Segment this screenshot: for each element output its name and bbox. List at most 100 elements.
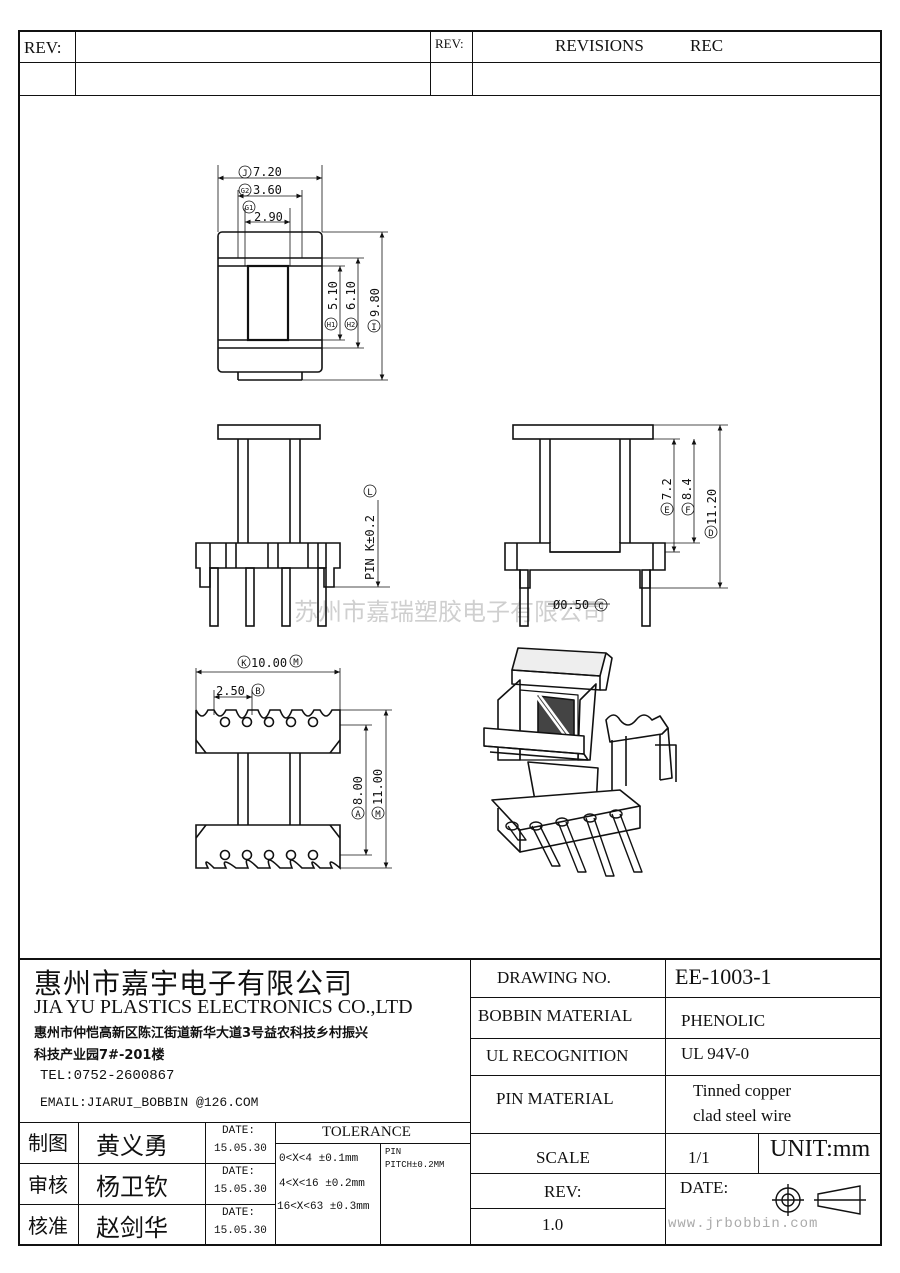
bottom-view-labels: K 10.00 M 2.50 B 8.00 A 11.00 M bbox=[216, 654, 385, 820]
drawing-no-value: EE-1003-1 bbox=[675, 964, 772, 989]
signoff-role: 制图 bbox=[28, 1131, 68, 1155]
signoff-role: 审核 bbox=[28, 1173, 68, 1197]
dim-M: 11.00 bbox=[371, 769, 385, 805]
signoff-grid-col bbox=[78, 1122, 79, 1246]
dim-H1: 5.10 bbox=[326, 281, 340, 310]
drawing-no-label: DRAWING NO. bbox=[497, 968, 611, 987]
dim-L: PIN K±0.2 bbox=[363, 515, 377, 580]
company-name-cn: 惠州市嘉宇电子有限公司 bbox=[34, 967, 354, 1000]
pin-pitch-label: PIN bbox=[385, 1147, 402, 1157]
pin-material-label: PIN MATERIAL bbox=[496, 1089, 614, 1108]
rev-value: 1.0 bbox=[542, 1215, 564, 1234]
bobbin-material-label: BOBBIN MATERIAL bbox=[478, 1006, 633, 1025]
watermark: 苏州市嘉瑞塑胶电子有限公司 bbox=[294, 598, 606, 626]
ul-recognition-value: UL 94V-0 bbox=[681, 1044, 750, 1063]
circle-label: E bbox=[664, 506, 669, 516]
bobbin-material-value: PHENOLIC bbox=[681, 1011, 766, 1030]
scale-value: 1/1 bbox=[688, 1148, 710, 1167]
circle-label: I bbox=[371, 323, 376, 333]
revision-bar-bottom bbox=[18, 95, 882, 96]
drawing-frame bbox=[18, 30, 882, 1246]
spec-table-row bbox=[470, 997, 882, 998]
signoff-date-label: DATE: bbox=[222, 1125, 256, 1137]
tolerance-title: TOLERANCE bbox=[322, 1124, 411, 1140]
spec-table-col bbox=[665, 958, 666, 1133]
dim-J: 7.20 bbox=[253, 165, 282, 179]
tolerance-row: 0<X<4 ±0.1mm bbox=[279, 1153, 359, 1165]
circle-label: L bbox=[367, 488, 372, 498]
spec-table-row bbox=[470, 1038, 882, 1039]
dim-A: 8.00 bbox=[351, 776, 365, 805]
spec-table-col bbox=[665, 1133, 666, 1246]
signoff-date: 15.05.30 bbox=[214, 1225, 267, 1237]
company-email: EMAIL:JIARUI_BOBBIN @126.COM bbox=[40, 1095, 259, 1110]
isometric-view bbox=[483, 647, 677, 877]
circle-label: G1 bbox=[245, 204, 253, 212]
circle-label: K bbox=[241, 659, 247, 669]
revisions-label: REVISIONS bbox=[555, 36, 644, 55]
signoff-date: 15.05.30 bbox=[214, 1143, 267, 1155]
rev-label-right: REV: bbox=[435, 36, 464, 51]
circle-label: M bbox=[375, 810, 381, 820]
signoff-date-label: DATE: bbox=[222, 1207, 256, 1219]
top-view-dims bbox=[217, 165, 388, 381]
unit-label: UNIT:mm bbox=[770, 1136, 871, 1162]
dim-F: 8.4 bbox=[680, 478, 694, 500]
spec-table-row bbox=[470, 1075, 882, 1076]
rev-label-left: REV: bbox=[24, 38, 62, 57]
website-watermark: www.jrbobbin.com bbox=[668, 1216, 819, 1232]
top-view-labels: J 7.20 G2 3.60 G1 2.90 5.10 H1 6.10 H2 9… bbox=[238, 165, 382, 333]
top-view bbox=[217, 231, 323, 381]
signoff-grid-col bbox=[205, 1122, 206, 1246]
dim-E: 7.2 bbox=[660, 478, 674, 500]
address-line-1: 惠州市仲恺高新区陈江街道新华大道3号益农科技乡村振兴 bbox=[34, 1026, 369, 1041]
rev-label: REV: bbox=[544, 1182, 582, 1201]
ul-recognition-label: UL RECOGNITION bbox=[486, 1046, 629, 1065]
dim-H2: 6.10 bbox=[344, 281, 358, 310]
spec-table-row bbox=[470, 1208, 665, 1209]
projection-symbol-icon bbox=[772, 1184, 866, 1216]
dim-C: Ø0.50 bbox=[553, 598, 589, 612]
address-line-2: 科技产业园7#-201楼 bbox=[34, 1048, 165, 1063]
rec-label: REC bbox=[690, 36, 724, 55]
signoff-name: 赵剑华 bbox=[96, 1214, 168, 1242]
tolerance-row: 4<X<16 ±0.2mm bbox=[279, 1178, 365, 1190]
side-view-dims bbox=[548, 424, 728, 605]
tolerance-col bbox=[380, 1143, 381, 1246]
spec-table-row bbox=[470, 1173, 882, 1174]
bottom-view bbox=[195, 709, 341, 870]
front-view-dims bbox=[326, 500, 390, 588]
circle-label: A bbox=[355, 810, 361, 820]
revision-bar-divider bbox=[18, 62, 882, 63]
circle-label: M bbox=[293, 658, 299, 668]
spec-table-row bbox=[470, 1133, 882, 1134]
circle-label: H1 bbox=[327, 321, 335, 329]
dim-G1: 2.90 bbox=[254, 210, 283, 224]
circle-label: B bbox=[255, 687, 260, 697]
tolerance-header-line bbox=[275, 1143, 470, 1144]
front-view bbox=[195, 424, 341, 627]
side-view-labels: 7.2 E 8.4 F 11.20 D Ø0.50 C bbox=[553, 478, 719, 612]
date-label: DATE: bbox=[680, 1178, 729, 1197]
side-view bbox=[504, 424, 666, 627]
signoff-grid-row bbox=[18, 1163, 275, 1164]
circle-label: D bbox=[708, 529, 713, 539]
signoff-name: 杨卫钦 bbox=[96, 1173, 168, 1201]
circle-label: C bbox=[598, 602, 603, 612]
company-name-en: JIA YU PLASTICS ELECTRONICS CO.,LTD bbox=[34, 996, 413, 1018]
revision-col-divider bbox=[75, 30, 76, 95]
revision-col-divider bbox=[472, 30, 473, 95]
dim-D: 11.20 bbox=[705, 489, 719, 525]
pin-material-value-2: clad steel wire bbox=[693, 1106, 792, 1125]
circle-label: G2 bbox=[241, 187, 249, 195]
title-block-divider bbox=[470, 958, 471, 1246]
signoff-grid-col bbox=[275, 1122, 276, 1246]
bottom-view-dims bbox=[195, 668, 392, 869]
company-tel: TEL:0752-2600867 bbox=[40, 1068, 175, 1084]
signoff-name: 黄义勇 bbox=[96, 1132, 168, 1160]
spec-table-col bbox=[758, 1133, 759, 1173]
pin-pitch-value: PITCH±0.2MM bbox=[385, 1160, 445, 1170]
dim-B: 2.50 bbox=[216, 684, 245, 698]
dim-K: 10.00 bbox=[251, 656, 287, 670]
signoff-grid-top bbox=[18, 1122, 470, 1123]
